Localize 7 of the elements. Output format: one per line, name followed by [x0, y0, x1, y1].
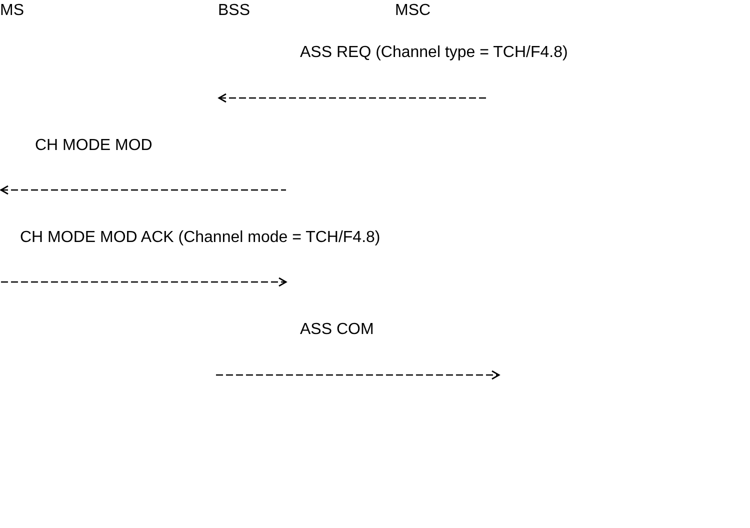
participant-label: MS [0, 2, 24, 20]
message-label: ASS REQ (Channel type = TCH/F4.8) [300, 44, 568, 62]
participant-label: MSC [395, 2, 431, 20]
participant-label: BSS [218, 2, 250, 20]
message-label: CH MODE MOD [35, 137, 152, 155]
message-label: CH MODE MOD ACK (Channel mode = TCH/F4.8) [20, 229, 380, 247]
message-label: ASS COM [300, 321, 374, 339]
